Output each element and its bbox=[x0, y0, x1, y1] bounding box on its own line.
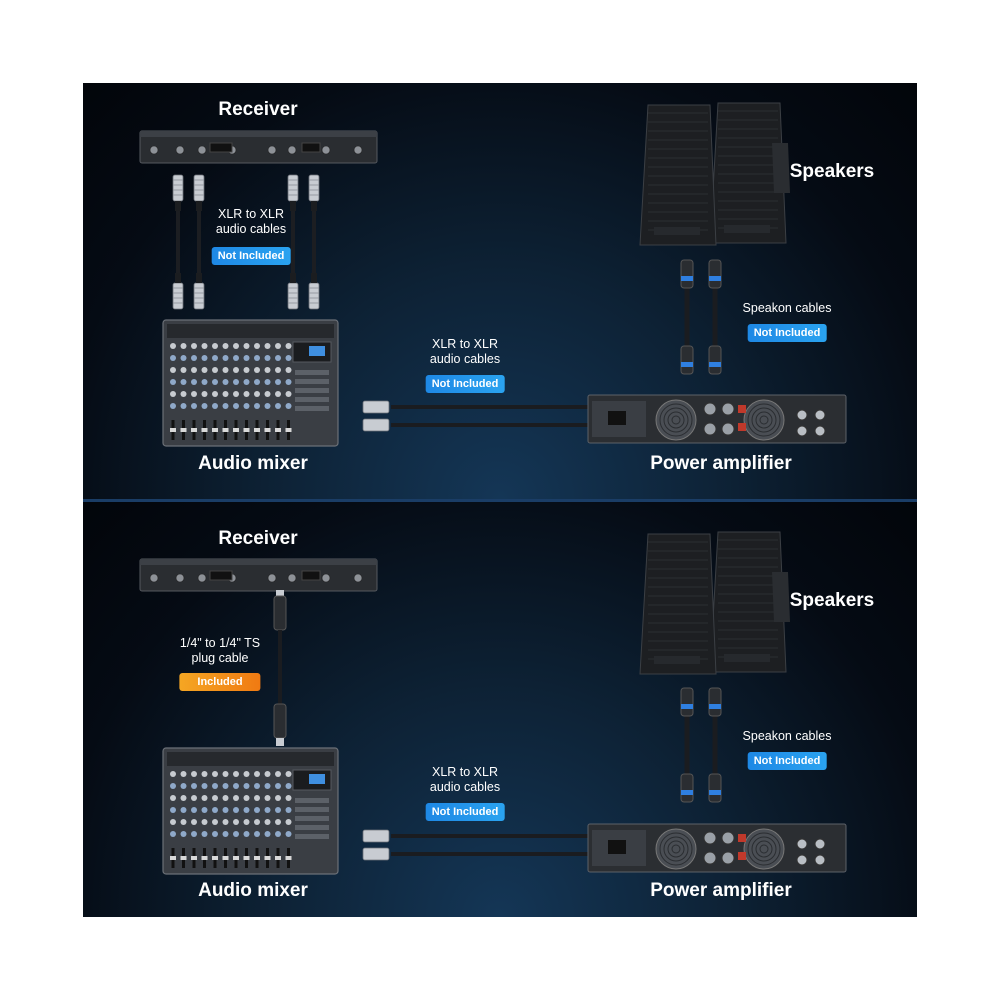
audio-mixer-device bbox=[162, 747, 339, 875]
ts-cable-caption-line1: 1/4" to 1/4" TS bbox=[179, 636, 261, 650]
speakers-label: Speakers bbox=[789, 590, 875, 611]
receiver-cable-caption-line2: audio cables bbox=[215, 222, 287, 236]
speaker-pair bbox=[639, 531, 790, 675]
xlr-cable-pair-right bbox=[287, 174, 320, 310]
mixer-cable-status-badge: Not Included bbox=[425, 375, 505, 393]
speakon-cable-pair bbox=[680, 259, 722, 375]
mixer-cable-caption: XLR to XLR audio cables bbox=[430, 337, 500, 367]
power-amplifier-device bbox=[587, 394, 847, 444]
ts-plug-cable bbox=[273, 590, 287, 746]
diagram-panel-xlr-setup: Receiver XLR to XLR audio cables Not Inc… bbox=[83, 83, 917, 499]
receiver-cable-caption: XLR to XLR audio cables bbox=[216, 207, 286, 237]
equipment-illustration bbox=[139, 531, 847, 875]
power-amplifier-label: Power amplifier bbox=[650, 453, 792, 474]
receiver-device bbox=[139, 558, 378, 592]
xlr-cable-pair-left bbox=[172, 174, 205, 310]
ts-cable-status-badge: Included bbox=[179, 673, 261, 691]
mixer-cable-status-badge: Not Included bbox=[425, 803, 505, 821]
speakon-cable-status-badge: Not Included bbox=[747, 752, 827, 770]
receiver-cable-status-badge: Not Included bbox=[211, 247, 291, 265]
equipment-illustration bbox=[139, 102, 847, 447]
audio-mixer-label: Audio mixer bbox=[198, 453, 308, 474]
receiver-label: Receiver bbox=[218, 528, 298, 549]
speakon-cable-status-badge: Not Included bbox=[747, 324, 827, 342]
speakers-label: Speakers bbox=[789, 161, 875, 182]
mixer-cable-caption-line2: audio cables bbox=[429, 352, 501, 366]
power-amplifier-device bbox=[587, 823, 847, 873]
mixer-cable-caption-line2: audio cables bbox=[429, 780, 501, 794]
panel-divider bbox=[83, 499, 917, 502]
mixer-cable-caption-line1: XLR to XLR bbox=[431, 765, 499, 779]
mixer-cable-caption: XLR to XLR audio cables bbox=[430, 765, 500, 795]
diagram-panel-ts-setup: Receiver 1/4" to 1/4" TS plug cable Incl… bbox=[83, 502, 917, 917]
speakon-cable-pair bbox=[680, 687, 722, 803]
audio-mixer-label: Audio mixer bbox=[198, 880, 308, 901]
mixer-cable-caption-line1: XLR to XLR bbox=[431, 337, 499, 351]
ts-cable-caption: 1/4" to 1/4" TS plug cable bbox=[180, 636, 260, 666]
receiver-cable-caption-line1: XLR to XLR bbox=[217, 207, 285, 221]
ts-cable-caption-line2: plug cable bbox=[191, 651, 249, 665]
receiver-label: Receiver bbox=[218, 99, 298, 120]
receiver-device bbox=[139, 130, 378, 164]
power-amplifier-label: Power amplifier bbox=[650, 880, 792, 901]
speaker-pair bbox=[639, 102, 790, 246]
audio-mixer-device bbox=[162, 319, 339, 447]
speakon-cable-caption: Speakon cables bbox=[742, 729, 832, 743]
speakon-cable-caption: Speakon cables bbox=[742, 301, 832, 315]
